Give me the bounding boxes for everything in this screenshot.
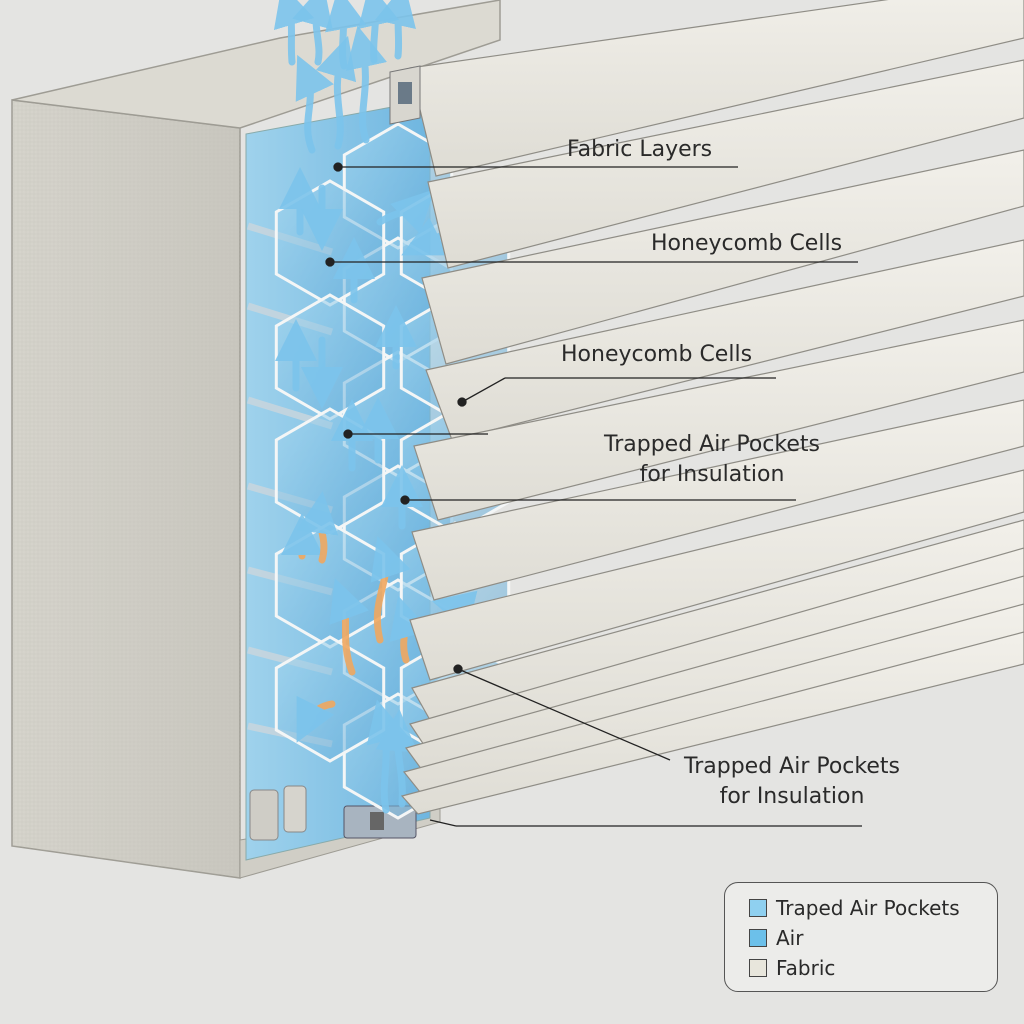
air-arrow bbox=[358, 0, 400, 64]
air-arrow bbox=[329, 578, 369, 676]
air-arrow bbox=[315, 35, 357, 150]
fabric-slat bbox=[409, 469, 1024, 681]
legend-swatch-fabric bbox=[749, 959, 767, 977]
legend-swatch-trapped-air bbox=[749, 899, 767, 917]
legend-swatch-air bbox=[749, 929, 767, 947]
air-arrow bbox=[295, 54, 334, 154]
fabric-slat bbox=[409, 547, 1024, 749]
fabric-slat bbox=[402, 603, 1024, 793]
head-rail bbox=[389, 65, 421, 125]
fabric-slat bbox=[425, 239, 1024, 441]
fabric-slat bbox=[413, 319, 1024, 521]
air-arrow bbox=[374, 0, 416, 60]
air-arrow bbox=[292, 0, 333, 66]
label-honeycomb-cells-lower: Honeycomb Cells bbox=[561, 342, 753, 367]
label-trapped-air-upper-line2: for Insulation bbox=[639, 462, 785, 488]
air-arrow bbox=[366, 699, 408, 814]
air-arrow bbox=[370, 536, 411, 644]
air-arrow bbox=[375, 709, 418, 808]
air-arrow bbox=[401, 217, 449, 256]
label-trapped-air-lower: Trapped Air Pockets for Insulation bbox=[672, 754, 912, 811]
air-arrow bbox=[296, 491, 339, 564]
fabric-slat bbox=[427, 59, 1024, 269]
label-trapped-air-upper: Trapped Air Pockets for Insulation bbox=[592, 432, 832, 489]
air-arrow bbox=[273, 0, 315, 66]
air-arrow bbox=[376, 189, 435, 234]
air-arrow bbox=[345, 25, 387, 144]
air-arrow bbox=[389, 595, 430, 664]
fabric-slat bbox=[405, 575, 1024, 771]
legend: Traped Air Pockets Air Fabric bbox=[724, 882, 998, 992]
legend-item-air: Air bbox=[749, 923, 997, 953]
frame-side-texture bbox=[12, 100, 240, 878]
label-trapped-air-lower-line2: for Insulation bbox=[719, 784, 865, 810]
legend-item-trapped-air: Traped Air Pockets bbox=[749, 893, 997, 923]
air-arrow bbox=[296, 695, 336, 743]
legend-label-fabric: Fabric bbox=[776, 956, 836, 980]
label-honeycomb-cells-upper: Honeycomb Cells bbox=[651, 231, 843, 256]
label-leaders bbox=[325, 162, 862, 827]
label-trapped-air-upper-line1: Trapped Air Pockets bbox=[604, 432, 820, 457]
fabric-slat bbox=[400, 631, 1024, 815]
legend-label-trapped-air: Traped Air Pockets bbox=[776, 896, 960, 920]
label-fabric-layers: Fabric Layers bbox=[567, 137, 713, 162]
legend-item-fabric: Fabric bbox=[749, 953, 997, 983]
label-trapped-air-lower-line1: Trapped Air Pockets bbox=[684, 754, 900, 779]
fabric-slats bbox=[400, 0, 1024, 815]
legend-label-air: Air bbox=[776, 926, 804, 950]
fabric-slat bbox=[421, 149, 1024, 365]
fabric-slat bbox=[409, 0, 1024, 177]
fabric-slat bbox=[411, 519, 1024, 721]
